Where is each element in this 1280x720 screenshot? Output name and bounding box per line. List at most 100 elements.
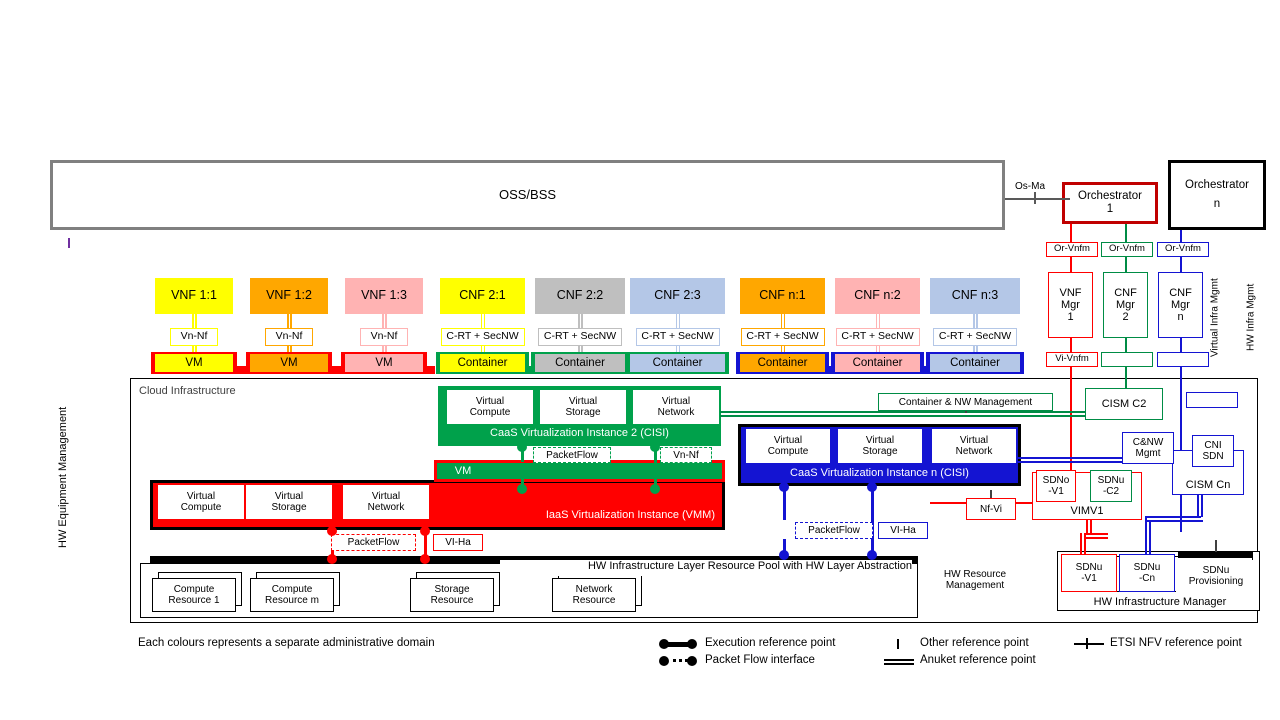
connector-line [1070, 338, 1072, 352]
connector-line [1018, 457, 1128, 459]
connector-line [1125, 257, 1127, 272]
connector-line [884, 663, 914, 665]
connector-endpoint [687, 656, 697, 666]
unit-block-4[interactable]: Container [440, 354, 525, 372]
legend-other-label: Other reference point [920, 637, 1029, 649]
sdno-line2: -V1 [1048, 486, 1064, 497]
unit-block-2[interactable]: VM [250, 354, 328, 372]
function-block-6[interactable]: CNF 2:3 [630, 278, 725, 314]
connector-line [1090, 520, 1092, 534]
connector-line [1070, 257, 1072, 272]
connector-line [654, 446, 657, 490]
function-block-1[interactable]: VNF 1:1 [155, 278, 233, 314]
connector-line [1180, 257, 1182, 272]
cni-line2: SDN [1202, 451, 1224, 462]
hwr-line2: Resource m [265, 595, 319, 606]
connector-endpoint [327, 554, 337, 564]
sdnu-v1-line2: -V1 [1081, 573, 1097, 584]
function-block-8[interactable]: CNF n:2 [835, 278, 920, 314]
oss-bss-box[interactable]: OSS/BSS [50, 160, 1005, 230]
hw-pool-top-bar [150, 556, 918, 563]
vr-line2: Storage [565, 407, 601, 418]
connector-line [783, 486, 786, 520]
iaas-packetflow-label: PacketFlow [331, 534, 416, 551]
unit-block-1[interactable]: VM [155, 354, 233, 372]
sdnu-cn-box[interactable]: SDNu-Cn [1119, 554, 1175, 592]
connector-line [679, 659, 682, 662]
connector-line [1125, 338, 1127, 352]
vr-line1: Virtual [773, 435, 803, 446]
unit-block-7[interactable]: Container [740, 354, 825, 372]
manager-line2: Mgr [1116, 298, 1135, 311]
sdnu-v1-line1: SDNu [1075, 562, 1103, 573]
connector-line [1145, 520, 1203, 522]
connector-endpoint [659, 639, 669, 649]
hw-infra-mgmt-label: HW Infra Mgmt [1243, 270, 1259, 365]
vr-line2: Network [367, 502, 405, 513]
hwr-line1: Network [575, 584, 613, 595]
legend-packetflow-label: Packet Flow interface [705, 654, 815, 666]
function-block-7[interactable]: CNF n:1 [740, 278, 825, 314]
function-block-9[interactable]: CNF n:3 [930, 278, 1020, 314]
connector-endpoint [779, 482, 789, 492]
function-block-2[interactable]: VNF 1:2 [250, 278, 328, 314]
connector-line [871, 486, 874, 556]
container-nw-management-label: Container & NW Management [878, 393, 1053, 411]
connector-line [673, 659, 676, 662]
function-block-3[interactable]: VNF 1:3 [345, 278, 423, 314]
function-block-5[interactable]: CNF 2:2 [535, 278, 625, 314]
refpoint-2: Vn-Nf [265, 328, 313, 346]
cloud-infrastructure-box [130, 378, 1258, 623]
connector-line [1145, 516, 1147, 556]
connector-line [884, 659, 914, 661]
connector-line [1086, 537, 1108, 539]
unit-block-5[interactable]: Container [535, 354, 625, 372]
unit-block-8[interactable]: Container [835, 354, 920, 372]
sdnu-v1-box[interactable]: SDNu-V1 [1061, 554, 1117, 592]
cloud-infrastructure-label: Cloud Infrastructure [139, 385, 299, 401]
manager-line1: CNF [1169, 286, 1192, 299]
connector-line [664, 642, 692, 647]
vr-line1: Virtual [274, 491, 304, 502]
refpoint-1: Vn-Nf [170, 328, 218, 346]
legend-etsi-label: ETSI NFV reference point [1110, 637, 1242, 649]
connector-line [1180, 230, 1182, 246]
vi-vnfm-label: Vi-Vnfm [1046, 352, 1098, 367]
unit-block-3[interactable]: VM [345, 354, 423, 372]
or-vnfm-label-1: Or-Vnfm [1046, 242, 1098, 257]
os-ma-label: Os-Ma [1010, 178, 1050, 194]
vr-line1: Virtual [568, 396, 598, 407]
connector-line [424, 530, 427, 559]
manager-line3: 1 [1067, 311, 1074, 324]
unit-block-6[interactable]: Container [630, 354, 725, 372]
anuket-thick-bar [1178, 552, 1253, 558]
sdnu-c2-box[interactable]: SDNu-C2 [1090, 470, 1132, 502]
cism-c2-box[interactable]: CISM C2 [1085, 388, 1163, 420]
manager-line2: Mgr [1061, 298, 1080, 311]
unit-block-9[interactable]: Container [930, 354, 1020, 372]
sdnu-cn-line2: -Cn [1138, 573, 1156, 584]
hwr-line1: Compute [173, 584, 215, 595]
sdno-v1-box[interactable]: SDNo-V1 [1036, 470, 1076, 502]
connector-line [783, 539, 786, 555]
connector-endpoint [650, 484, 660, 494]
orchestrator-1-sub: 1 [1106, 203, 1114, 215]
hwr-line2: Resource [430, 595, 474, 606]
connector-line [1074, 643, 1104, 645]
function-block-4[interactable]: CNF 2:1 [440, 278, 525, 314]
